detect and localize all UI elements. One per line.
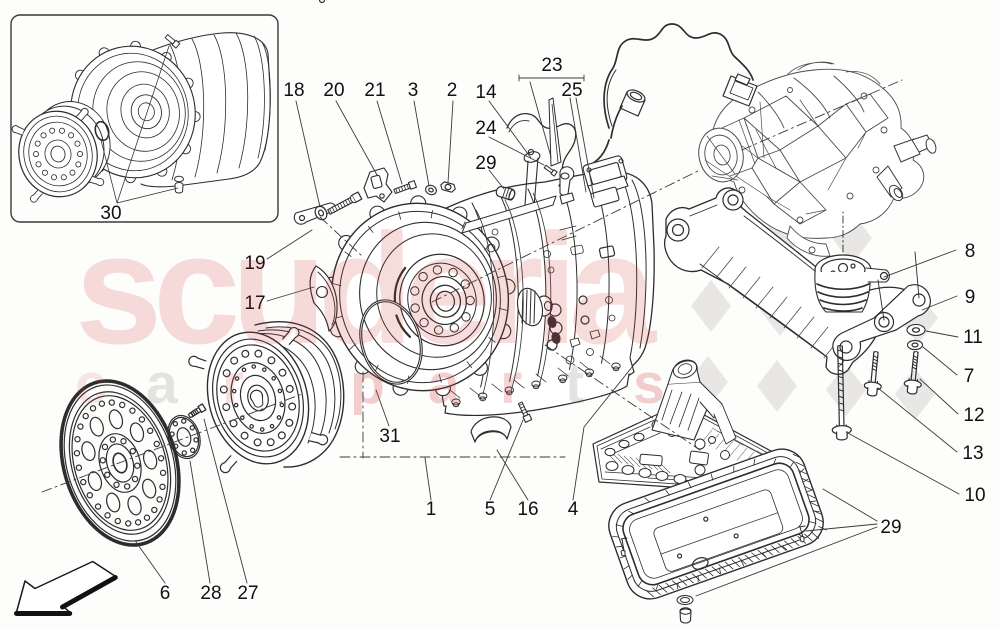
svg-text:27: 27 xyxy=(237,583,258,604)
svg-text:r: r xyxy=(222,352,244,416)
svg-text:4: 4 xyxy=(568,499,579,520)
svg-text:29: 29 xyxy=(880,517,901,538)
svg-text:30: 30 xyxy=(100,203,121,224)
svg-text:29: 29 xyxy=(475,153,496,174)
svg-text:p: p xyxy=(350,352,385,416)
svg-text:12: 12 xyxy=(963,405,984,426)
svg-text:31: 31 xyxy=(379,426,400,447)
svg-text:7: 7 xyxy=(964,366,975,387)
svg-text:28: 28 xyxy=(200,583,221,604)
svg-text:14: 14 xyxy=(475,82,497,103)
svg-text:9: 9 xyxy=(965,287,976,308)
svg-text:1: 1 xyxy=(426,499,437,520)
svg-text:23: 23 xyxy=(541,55,562,76)
svg-text:a: a xyxy=(428,352,461,416)
svg-text:2: 2 xyxy=(447,80,458,101)
svg-text:25: 25 xyxy=(561,80,582,101)
svg-text:r: r xyxy=(500,352,522,416)
svg-text:8: 8 xyxy=(965,241,976,262)
svg-text:16: 16 xyxy=(517,499,538,520)
svg-text:11: 11 xyxy=(963,327,983,348)
svg-text:6: 6 xyxy=(160,583,171,604)
svg-text:t: t xyxy=(565,352,584,416)
svg-text:13: 13 xyxy=(962,443,983,464)
svg-text:20: 20 xyxy=(323,80,344,101)
svg-text:c: c xyxy=(75,352,107,416)
svg-text:a: a xyxy=(146,352,179,416)
svg-text:21: 21 xyxy=(364,80,385,101)
svg-text:17: 17 xyxy=(244,293,265,314)
svg-text:5: 5 xyxy=(485,499,496,520)
svg-text:3: 3 xyxy=(408,80,419,101)
svg-text:19: 19 xyxy=(244,253,265,274)
svg-text:s: s xyxy=(633,352,665,416)
svg-text:18: 18 xyxy=(283,80,304,101)
svg-text:24: 24 xyxy=(475,118,497,139)
svg-text:scuderia: scuderia xyxy=(75,202,658,377)
svg-text:10: 10 xyxy=(964,485,985,506)
